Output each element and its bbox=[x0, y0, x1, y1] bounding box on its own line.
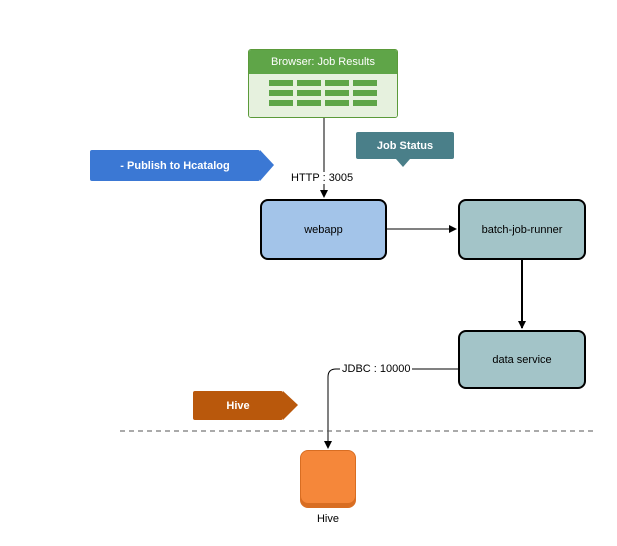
http-port-label: HTTP : 3005 bbox=[289, 172, 356, 184]
table-cell-icon bbox=[352, 90, 377, 96]
table-cell-icon bbox=[324, 90, 349, 96]
hive-database-icon bbox=[300, 450, 356, 508]
hive-callout-pointer bbox=[283, 391, 298, 420]
table-cell-icon bbox=[324, 100, 349, 106]
data-service-label: data service bbox=[492, 353, 552, 366]
webapp-label: webapp bbox=[304, 223, 343, 236]
edge-dataservice-to-hive bbox=[324, 368, 458, 449]
table-cell-icon bbox=[268, 80, 293, 86]
browser-title: Browser: Job Results bbox=[249, 50, 397, 74]
browser-table-icon bbox=[249, 74, 397, 117]
batch-job-runner-label: batch-job-runner bbox=[481, 223, 563, 236]
browser-job-results: Browser: Job Results bbox=[248, 49, 398, 118]
data-service-node: data service bbox=[458, 330, 586, 389]
jdbc-port-label: JDBC : 10000 bbox=[340, 363, 413, 375]
batch-job-runner-node: batch-job-runner bbox=[458, 199, 586, 260]
publish-callout-pointer bbox=[260, 150, 274, 181]
publish-hcatalog-callout: - Publish to Hcatalog bbox=[90, 150, 260, 181]
table-cell-icon bbox=[352, 80, 377, 86]
table-cell-icon bbox=[352, 100, 377, 106]
webapp-node: webapp bbox=[260, 199, 387, 260]
job-status-callout-pointer bbox=[396, 159, 410, 167]
table-cell-icon bbox=[268, 90, 293, 96]
table-cell-icon bbox=[296, 80, 321, 86]
table-cell-icon bbox=[268, 100, 293, 106]
table-grid-icon bbox=[268, 80, 378, 110]
table-cell-icon bbox=[324, 80, 349, 86]
job-status-callout: Job Status bbox=[356, 132, 454, 159]
table-cell-icon bbox=[296, 100, 321, 106]
hive-label: Hive bbox=[316, 513, 339, 525]
table-cell-icon bbox=[296, 90, 321, 96]
hive-callout: Hive bbox=[193, 391, 283, 420]
